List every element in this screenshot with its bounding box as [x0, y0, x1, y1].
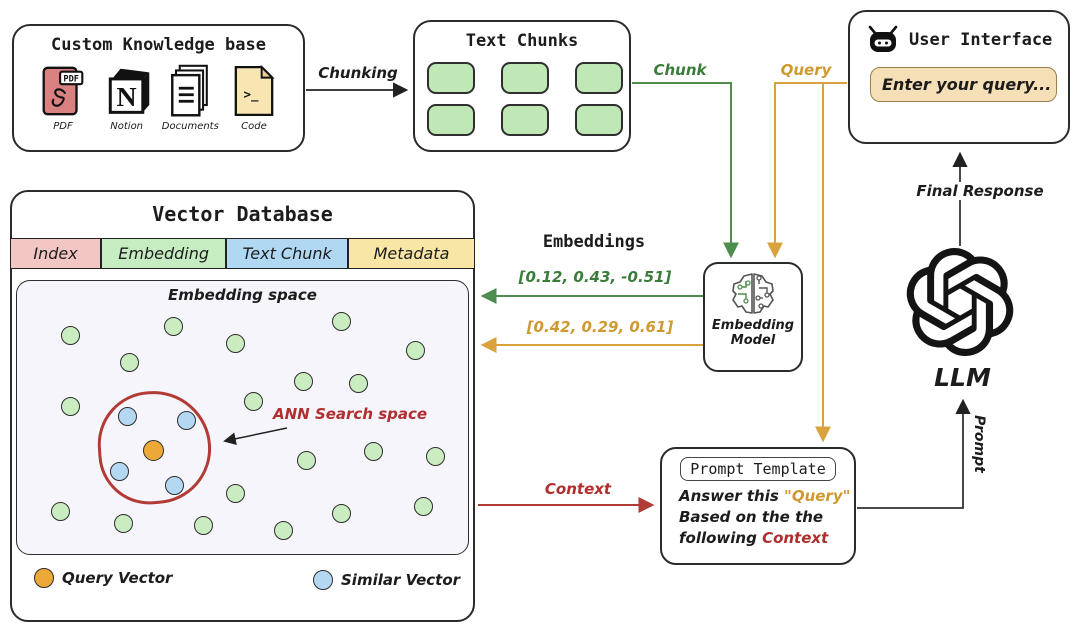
prompt-template-title: Prompt Template: [680, 457, 836, 481]
similar-vector-dot: [117, 406, 137, 426]
vector-dot: [296, 450, 316, 470]
notion-icon: N: [108, 68, 149, 114]
vector-dot: [348, 373, 368, 393]
robot-icon: [868, 25, 898, 52]
knowledge-base-title: Custom Knowledge base: [51, 35, 266, 55]
vector-dot: [363, 441, 383, 461]
knowledge-sources-row: PDF PDF N Notion: [14, 55, 303, 132]
embedding-model-label-1: Embedding: [711, 318, 795, 333]
query-vector-swatch: [34, 568, 54, 588]
chunk-arrow: [632, 82, 739, 259]
embedding-model-icon: [732, 273, 774, 314]
vector-database-title: Vector Database: [152, 202, 333, 226]
prompt-template-box: Prompt Template Answer this "Query" Base…: [660, 447, 856, 565]
ann-search-label: ANN Search space: [273, 405, 428, 423]
embedding-model-box: Embedding Model: [703, 262, 803, 372]
vector-dot: [113, 513, 133, 533]
svg-text:>_: >_: [243, 87, 258, 103]
db-column-index: Index: [10, 238, 102, 269]
text-chunks-box: Text Chunks: [413, 20, 631, 152]
query-vector-label: Query Vector: [62, 569, 173, 587]
prompt-arrow-label: Prompt: [971, 415, 987, 473]
vector-dot: [243, 391, 263, 411]
similar-vector-dot: [109, 461, 129, 481]
embedding-space-title: Embedding space: [168, 286, 317, 304]
vector-dot: [163, 316, 183, 336]
vector-dot: [331, 311, 351, 331]
prompt-template-text: Answer this "Query" Based on the the fol…: [679, 487, 851, 547]
svg-text:PDF: PDF: [63, 74, 79, 84]
query-vector-value-label: [0.42, 0.29, 0.61]: [526, 318, 674, 336]
vector-dot: [193, 515, 213, 535]
documents-icon: [171, 64, 209, 117]
final-response-label: Final Response: [898, 182, 1062, 200]
text-chunk: [501, 62, 549, 94]
source-documents: Documents: [161, 63, 219, 132]
vector-dot: [293, 371, 313, 391]
knowledge-base-box: Custom Knowledge base PDF PDF N Noti: [12, 24, 305, 152]
text-chunks-title: Text Chunks: [465, 31, 579, 51]
context-arrow-label: Context: [544, 480, 612, 498]
text-chunk: [575, 104, 623, 136]
source-notion: N Notion: [98, 63, 156, 132]
legend-similar-vector: Similar Vector: [313, 570, 460, 590]
source-code-label: Code: [241, 121, 267, 132]
query-input[interactable]: Enter your query...: [870, 67, 1057, 102]
text-chunk: [575, 62, 623, 94]
vector-dot: [331, 503, 351, 523]
embedding-model-label-2: Model: [730, 333, 776, 348]
legend-query-vector: Query Vector: [34, 568, 172, 588]
vector-dot: [405, 340, 425, 360]
prompt-arrow: [857, 398, 971, 509]
text-chunk: [427, 104, 475, 136]
source-documents-label: Documents: [161, 121, 219, 132]
chunk-arrow-label: Chunk: [653, 61, 707, 79]
vector-dot: [413, 496, 433, 516]
prompt-context-token: Context: [762, 529, 829, 547]
source-pdf: PDF PDF: [34, 63, 92, 132]
source-pdf-label: PDF: [53, 121, 73, 132]
source-notion-label: Notion: [110, 121, 144, 132]
db-column-text-chunk: Text Chunk: [226, 238, 349, 269]
code-file-icon: >_: [234, 64, 275, 117]
vector-dot: [60, 325, 80, 345]
query-arrow-label: Query: [780, 61, 832, 79]
text-chunk: [427, 62, 475, 94]
svg-text:N: N: [116, 82, 136, 113]
embeddings-heading: Embeddings: [542, 232, 646, 252]
text-chunk: [501, 104, 549, 136]
vector-dot: [225, 333, 245, 353]
prompt-query-token: "Query": [784, 487, 851, 505]
similar-vector-dot: [176, 410, 196, 430]
vector-dot: [50, 501, 70, 521]
query-to-embedding-arrow: [767, 82, 847, 259]
chunks-grid: [426, 62, 624, 136]
vector-dot: [225, 483, 245, 503]
openai-logo-icon: [906, 248, 1014, 356]
db-column-metadata: Metadata: [348, 238, 475, 269]
vector-dot: [119, 352, 139, 372]
llm-label: LLM: [934, 363, 991, 392]
user-interface-title: User Interface: [909, 30, 1053, 50]
vector-dot: [60, 396, 80, 416]
similar-vector-dot: [164, 475, 184, 495]
db-column-embedding: Embedding: [101, 238, 227, 269]
similar-vector-label: Similar Vector: [341, 571, 461, 589]
embedding-space: Embedding space ANN Search space: [16, 280, 469, 555]
source-code: >_ Code: [225, 63, 283, 132]
pdf-file-icon: PDF: [42, 66, 84, 116]
chunking-arrow-label: Chunking: [318, 64, 398, 82]
query-vector-dot: [142, 439, 164, 461]
similar-vector-swatch: [313, 570, 333, 590]
user-interface-box: User Interface Enter your query...: [848, 10, 1070, 144]
chunk-vector-label: [0.12, 0.43, -0.51]: [518, 268, 672, 286]
vector-dot: [273, 520, 293, 540]
vector-dot: [425, 446, 445, 466]
